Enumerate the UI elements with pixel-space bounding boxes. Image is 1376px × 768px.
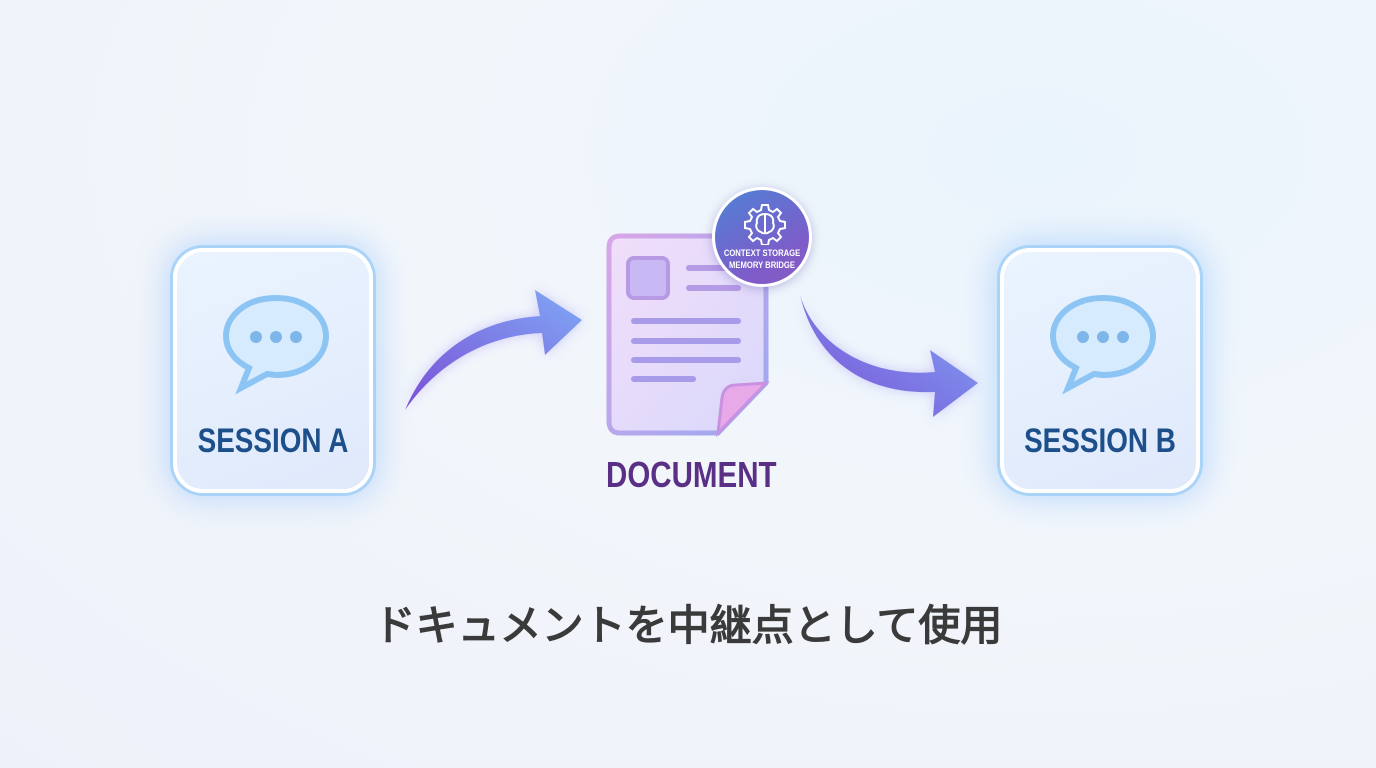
session-a-label: SESSION A [197,422,349,460]
caption: ドキュメントを中継点として使用 [373,601,1003,650]
document-icon [606,233,770,438]
arrow-a-to-document [405,290,582,410]
badge-line-1: CONTEXT STORAGE [723,248,801,258]
context-storage-badge: CONTEXT STORAGE MEMORY BRIDGE [712,187,812,287]
chat-bubble-icon [222,294,330,395]
badge-line-2: MEMORY BRIDGE [729,260,795,270]
chat-bubble-icon [1049,294,1157,395]
brain-gear-icon [744,204,786,245]
session-a-card: SESSION A [173,248,373,493]
document-label: DOCUMENT [606,454,777,495]
session-b-label: SESSION B [1024,422,1176,460]
session-b-card: SESSION B [1000,248,1200,493]
arrow-document-to-b [800,295,978,417]
